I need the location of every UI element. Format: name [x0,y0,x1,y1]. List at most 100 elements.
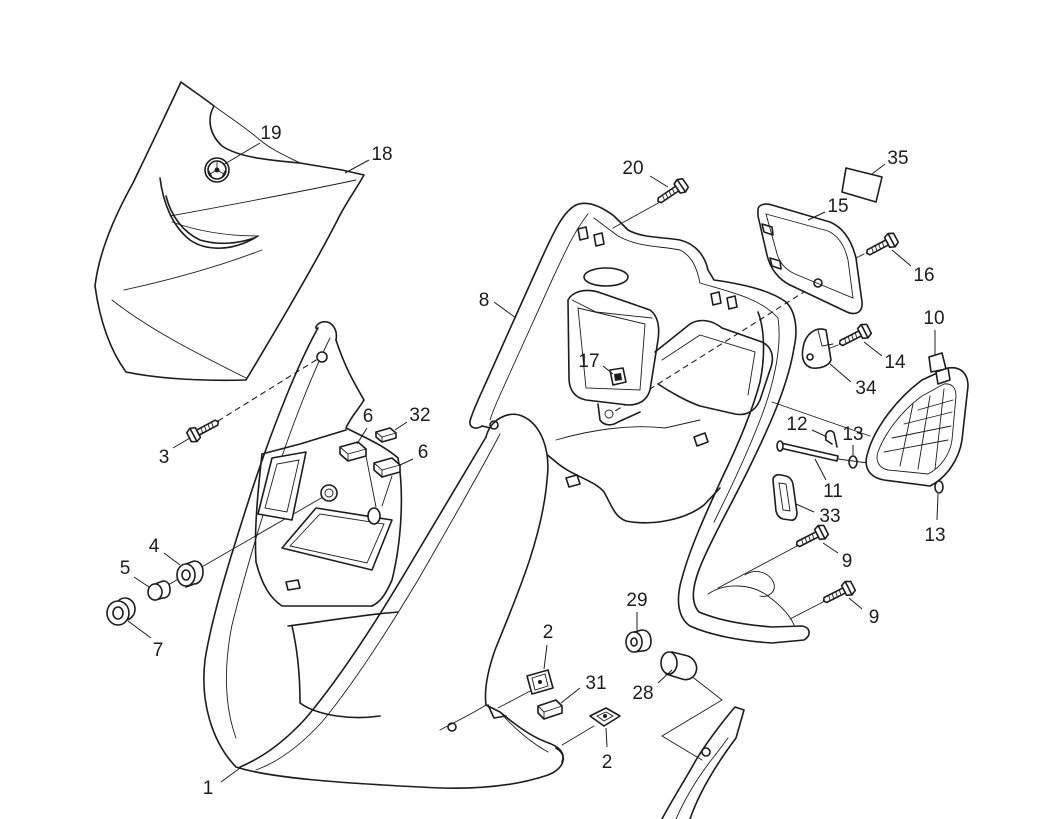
part-33 [772,473,798,521]
callout-8: 8 [479,290,490,311]
part-11-rod [779,442,839,462]
bolt-16 [866,232,900,256]
callout-11: 11 [823,481,843,502]
callout-10: 10 [923,308,944,329]
part-8-left-flange-inner [489,213,589,421]
stud [710,291,722,306]
part-1-slot [285,579,301,591]
part-10-grid [883,388,954,470]
assembly-line-bolt-9b [789,601,824,620]
leader-28 [657,669,673,684]
part-6-pad [373,457,401,478]
leader-15 [807,211,826,221]
part-32 [375,427,397,443]
callout-5: 5 [120,558,131,579]
bolt-9-upper [795,524,830,548]
part-1-cavity [287,611,399,719]
part-8 [469,202,810,644]
bolt-14 [838,323,873,347]
callout-28: 28 [632,683,653,704]
adjacent-part-partial [661,706,745,819]
leader-2-lower [605,727,608,748]
part-1-window-inner [264,459,300,513]
part-18-lower-line [111,249,263,379]
stud [726,295,738,310]
callout-13-upper: 13 [842,424,863,445]
adjacent-part-hole [701,747,711,757]
leader-33 [795,503,815,513]
part-1-hole-lower [367,507,381,525]
leader-31 [560,687,581,704]
part-8-top-rim [575,202,797,349]
leader-3 [172,437,191,449]
part-33-pad [772,473,798,521]
part-8-pocket [567,289,660,406]
callout-3: 3 [159,447,170,468]
part-18-vent-top [171,221,259,237]
part-7 [106,597,136,626]
part-31 [537,699,563,720]
part-19 [207,160,227,180]
callout-4: 4 [149,536,160,557]
part-15-hole [813,278,823,288]
callout-2-upper: 2 [543,622,554,643]
assembly-line-part-6a [365,455,377,508]
part-8-studs [565,226,738,488]
callout-2-lower: 2 [602,752,613,773]
part-32-pad [375,427,397,443]
part-4-hole [181,569,191,581]
leader-12 [811,429,828,438]
leader-16 [891,249,912,267]
leader-13-lower [936,493,939,521]
part-1-hole-upper [320,484,338,502]
part-18-surface-line [169,179,357,217]
callout-16: 16 [913,265,934,286]
part-7-hole [112,606,124,620]
leader-2-upper [543,644,548,670]
assembly-line-part-28b [661,699,723,737]
bolt-3 [185,419,219,443]
callout-20: 20 [622,158,643,179]
part-8-center-shelf-edge [661,334,756,396]
part-1-left-wing-outer [203,320,565,790]
part-8-arm-opening [707,585,795,626]
part-1-spine-left [239,436,487,768]
part-34 [801,328,834,369]
stud [577,226,589,241]
part-10-clip [935,367,951,385]
part-8-pocket-inner [577,307,646,391]
adjacent-part-edge [661,706,745,819]
assembly-lines [162,201,871,761]
adjacent-part-inner [675,737,729,819]
assembly-line-bolt-20 [612,201,661,229]
part-11-head [776,440,784,452]
leader-20 [649,175,669,188]
callout-15: 15 [827,196,848,217]
stud [693,432,709,447]
part-8-tab-hole [604,409,614,419]
part-33-slot [778,482,791,512]
part-15-inner-rim [765,213,854,299]
part-4-face [176,563,196,587]
part-15 [757,203,863,315]
assembly-line-part-4 [199,496,324,569]
part-8-top-rim-inner [593,217,779,319]
bolt-shaft [657,185,680,204]
callout-9-upper: 9 [842,551,853,572]
leader-17 [602,365,614,375]
part-6-upper [339,441,367,462]
stud [565,474,581,488]
part-35 [841,167,883,203]
part-8-surface-line [555,419,701,441]
part-1-window [257,451,307,521]
part-34-hole [806,353,814,361]
leader-18 [344,159,370,174]
bolt-thread [661,188,676,201]
leader-32 [394,421,408,431]
leader-8 [493,301,517,319]
leader-9-upper [822,542,839,554]
part-8-arm-lug [744,571,775,597]
part-1-spine-right [484,413,564,763]
part-1-spine-mask [240,414,562,787]
